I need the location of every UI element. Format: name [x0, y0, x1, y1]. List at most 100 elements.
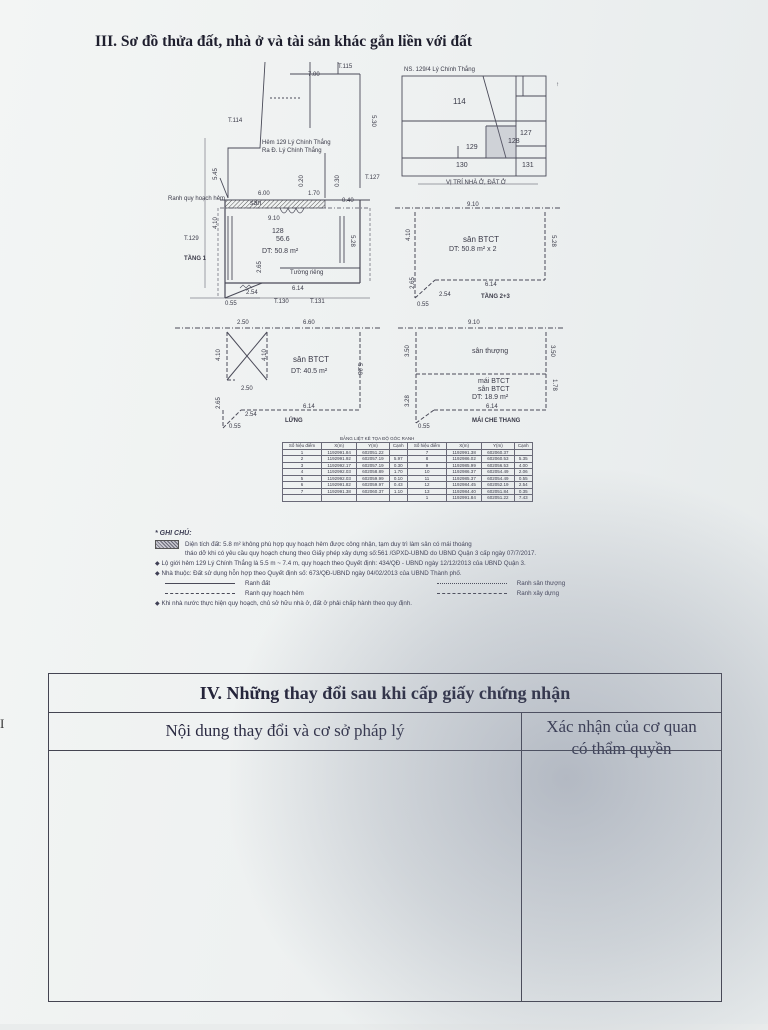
note-2-text: Lộ giới hẻm 129 Lý Chính Thắng là 5.5 m …	[161, 560, 526, 567]
legend-alley-line	[165, 592, 235, 594]
roof-label: MÁI CHE THANG	[472, 418, 521, 424]
mezzanine-drawing	[175, 327, 380, 429]
mezz-dim-528: 5.28	[355, 363, 362, 375]
mezz-dim-250b: 2.50	[241, 386, 253, 392]
lot-t127-label: T.127	[365, 175, 380, 181]
floor23-dim-528: 5.28	[549, 235, 556, 247]
coord-cell	[281, 494, 323, 502]
floor23-dim-265: 2.65	[409, 277, 416, 289]
dim-614: 6.14	[292, 286, 304, 292]
ground-floor-area: DT: 50.8 m²	[262, 248, 299, 255]
floor23-dim-410: 4.10	[405, 229, 412, 241]
roof-dim-614: 6.14	[486, 404, 498, 410]
authority-column-header: Xác nhận của cơ quan có thẩm quyền	[522, 716, 721, 760]
dim-600: 6.00	[258, 191, 270, 197]
dim-700: 7.00	[308, 72, 320, 78]
location-street-label: NS. 129/4 Lý Chính Thắng	[404, 67, 475, 73]
floor23-area: DT: 50.8 m² x 2	[449, 246, 497, 253]
floor23-dim-614: 6.14	[485, 282, 497, 288]
dim-030: 0.30	[334, 175, 341, 187]
dim-040: 0.40	[342, 198, 354, 204]
dim-410: 4.10	[212, 217, 219, 229]
planning-alley-label: Ranh quy hoạch hẻm	[168, 196, 226, 202]
mezz-dim-055: 0.55	[229, 424, 241, 430]
column-divider	[521, 712, 522, 1001]
yard-label: sân	[250, 200, 262, 207]
note-3: ◆ Nhà thuộc: Đất sử dụng hỗn hợp theo Qu…	[155, 570, 655, 580]
dim-545: 5.45	[212, 168, 219, 180]
mezz-dim-265: 2.65	[215, 397, 222, 409]
legend-land-line	[165, 582, 235, 584]
note-2: ◆ Lộ giới hẻm 129 Lý Chính Thắng là 5.5 …	[155, 560, 655, 570]
lot-t130-label: T.130	[274, 299, 289, 305]
legend-row-2: Ranh quy hoạch hẻm Ranh xây dựng	[155, 590, 655, 600]
dim-170: 1.70	[308, 191, 320, 197]
margin-mark: I	[0, 716, 5, 731]
diamond-bullet-icon: ◆	[155, 570, 162, 577]
mezz-dim-660: 6.60	[303, 320, 315, 326]
mezz-dim-250a: 2.50	[237, 320, 249, 326]
section-4-table: IV. Những thay đổi sau khi cấp giấy chứn…	[48, 673, 722, 1002]
notes-block: * GHI CHÚ: Diện tích đất: 5.8 m² không p…	[155, 530, 655, 610]
floor-1-label: TẦNG 1	[184, 256, 207, 262]
roof-dim-350a: 3.50	[404, 345, 411, 357]
planning-alley-hatch	[224, 199, 326, 209]
legend-alley-label: Ranh quy hoạch hẻm	[245, 590, 304, 597]
mezzanine-plan: 2.50 6.60 sân BTCT DT: 40.5 m² 4.10 4.10…	[175, 318, 385, 433]
note-1b: tháo dỡ khi có yêu cầu quy hoạch chung t…	[155, 550, 655, 560]
roof-plan: 9.10 sân thượng 3.50 3.50 mái BTCT sân B…	[398, 318, 568, 433]
roof-slab-1: mái BTCT	[478, 378, 510, 385]
dim-055: 0.55	[225, 301, 237, 307]
location-parcel-127: 127	[520, 130, 532, 137]
note-4-text: Khi nhà nước thực hiện quy hoạch, chủ sở…	[161, 600, 413, 607]
floor23-slab: sân BTCT	[463, 235, 500, 244]
header-divider	[49, 750, 721, 751]
lot-t129-label: T.129	[184, 236, 199, 242]
roof-slab-2: sân BTCT	[478, 386, 510, 393]
location-plan-drawing	[401, 75, 547, 185]
floor23-dim-910: 9.10	[467, 202, 479, 208]
legend-row-1: Ranh đất Ranh sân thượng	[155, 580, 655, 590]
authority-header-line-2: có thẩm quyền	[571, 739, 672, 758]
coord-cell: 1192991.84	[445, 494, 483, 502]
dim-530: 5.30	[369, 115, 376, 127]
mezz-dim-410: 4.10	[215, 349, 222, 361]
hatch-swatch-icon	[155, 540, 179, 549]
floor-2-3-drawing	[395, 207, 560, 299]
coord-cell	[356, 494, 390, 502]
legend-build-line	[436, 592, 507, 594]
location-parcel-130: 130	[456, 162, 468, 169]
mezz-area: DT: 40.5 m²	[291, 368, 328, 375]
section-4-title: IV. Những thay đổi sau khi cấp giấy chứn…	[49, 674, 721, 713]
floor23-dim-055: 0.55	[417, 302, 429, 308]
dim-528: 5.28	[348, 235, 355, 247]
note-1-text: Diện tích đất: 5.8 m² không phù hợp quy …	[185, 541, 472, 549]
coord-cell: 1	[406, 494, 447, 502]
changes-column-header: Nội dung thay đổi và cơ sở pháp lý	[165, 721, 405, 740]
location-parcel-114: 114	[453, 97, 466, 106]
parcel-number: 128	[272, 228, 284, 235]
mezz-label: LỬNG	[285, 418, 303, 424]
dim-910: 9.10	[268, 216, 280, 222]
diamond-bullet-icon: ◆	[155, 560, 162, 567]
location-parcel-129: 129	[466, 144, 478, 151]
legend-land-label: Ranh đất	[245, 580, 271, 587]
lot-t115-label: T.115	[338, 64, 353, 70]
mezz-dim-410b: 4.10	[261, 349, 268, 361]
dim-254: 2.54	[246, 290, 258, 296]
note-3-text: Nhà thuộc: Đất sử dụng hỗn hợp theo Quyế…	[161, 570, 462, 577]
coord-cell: 7.43	[513, 494, 534, 502]
floor23-label: TẦNG 2+3	[481, 294, 510, 300]
roof-dim-350b: 3.50	[548, 345, 555, 357]
coord-cell	[321, 494, 358, 502]
diamond-bullet-icon: ◆	[155, 600, 162, 607]
legend-terrace-line	[436, 582, 507, 584]
lot-t114-label: T.114	[228, 118, 243, 124]
location-plan: NS. 129/4 Lý Chính Thắng 114 127 128 129…	[398, 66, 559, 190]
roof-dim-328: 3.28	[404, 395, 411, 407]
